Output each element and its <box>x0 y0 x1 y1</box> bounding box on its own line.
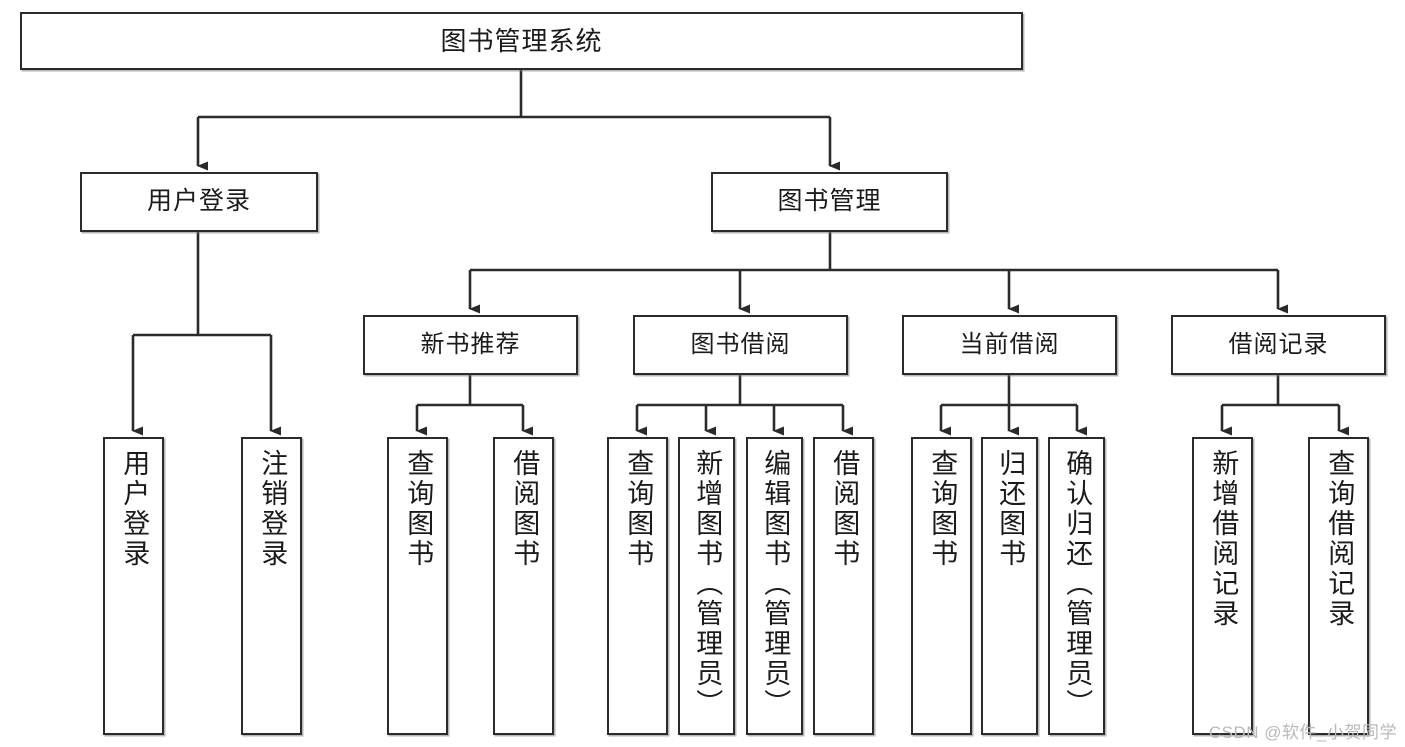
leaf-book-borrow-add-label: 新增图书（管理员） <box>692 449 723 719</box>
leaf-user-login-logout-label: 注销登录 <box>257 449 288 569</box>
leaf-new-book-query-label: 查询图书 <box>403 449 434 569</box>
leaf-new-book-borrow[interactable]: 借阅图书 <box>493 437 554 735</box>
csdn-watermark: CSDN @软件_小贺同学 <box>1208 723 1397 742</box>
node-current-borrow-label: 当前借阅 <box>959 330 1060 358</box>
node-book-borrow-label: 图书借阅 <box>690 330 791 358</box>
leaf-book-borrow-query-label: 查询图书 <box>623 449 654 569</box>
node-borrow-records-label: 借阅记录 <box>1228 330 1329 358</box>
leaf-user-login-login[interactable]: 用户登录 <box>103 437 164 735</box>
leaf-current-borrow-query-label: 查询图书 <box>927 449 958 569</box>
leaf-book-borrow-query[interactable]: 查询图书 <box>607 437 668 735</box>
leaf-current-borrow-return-label: 归还图书 <box>995 449 1026 569</box>
node-new-book-recommend[interactable]: 新书推荐 <box>363 315 578 375</box>
leaf-new-book-borrow-label: 借阅图书 <box>509 449 540 569</box>
node-root-system[interactable]: 图书管理系统 <box>20 12 1023 70</box>
node-user-login-label: 用户登录 <box>146 187 251 216</box>
leaf-current-borrow-confirm[interactable]: 确认归还（管理员） <box>1048 437 1105 735</box>
leaf-book-borrow-borrow[interactable]: 借阅图书 <box>813 437 874 735</box>
leaf-borrow-records-query[interactable]: 查询借阅记录 <box>1308 437 1369 735</box>
node-book-borrow[interactable]: 图书借阅 <box>633 315 848 375</box>
node-book-management[interactable]: 图书管理 <box>711 172 948 232</box>
leaf-book-borrow-edit-label: 编辑图书（管理员） <box>760 449 791 719</box>
leaf-book-borrow-edit[interactable]: 编辑图书（管理员） <box>746 437 803 735</box>
leaf-new-book-query[interactable]: 查询图书 <box>387 437 448 735</box>
node-current-borrow[interactable]: 当前借阅 <box>902 315 1117 375</box>
node-borrow-records[interactable]: 借阅记录 <box>1171 315 1386 375</box>
leaf-current-borrow-query[interactable]: 查询图书 <box>911 437 972 735</box>
leaf-user-login-logout[interactable]: 注销登录 <box>241 437 302 735</box>
leaf-book-borrow-borrow-label: 借阅图书 <box>829 449 860 569</box>
leaf-current-borrow-confirm-label: 确认归还（管理员） <box>1062 449 1093 719</box>
leaf-user-login-login-label: 用户登录 <box>119 449 150 569</box>
node-new-book-recommend-label: 新书推荐 <box>420 330 521 358</box>
leaf-borrow-records-query-label: 查询借阅记录 <box>1324 449 1355 629</box>
leaf-book-borrow-add[interactable]: 新增图书（管理员） <box>678 437 735 735</box>
node-book-management-label: 图书管理 <box>777 187 882 216</box>
node-user-login[interactable]: 用户登录 <box>80 172 318 232</box>
leaf-current-borrow-return[interactable]: 归还图书 <box>981 437 1038 735</box>
leaf-borrow-records-add[interactable]: 新增借阅记录 <box>1192 437 1253 735</box>
node-root-label: 图书管理系统 <box>440 25 603 56</box>
leaf-borrow-records-add-label: 新增借阅记录 <box>1208 449 1239 629</box>
